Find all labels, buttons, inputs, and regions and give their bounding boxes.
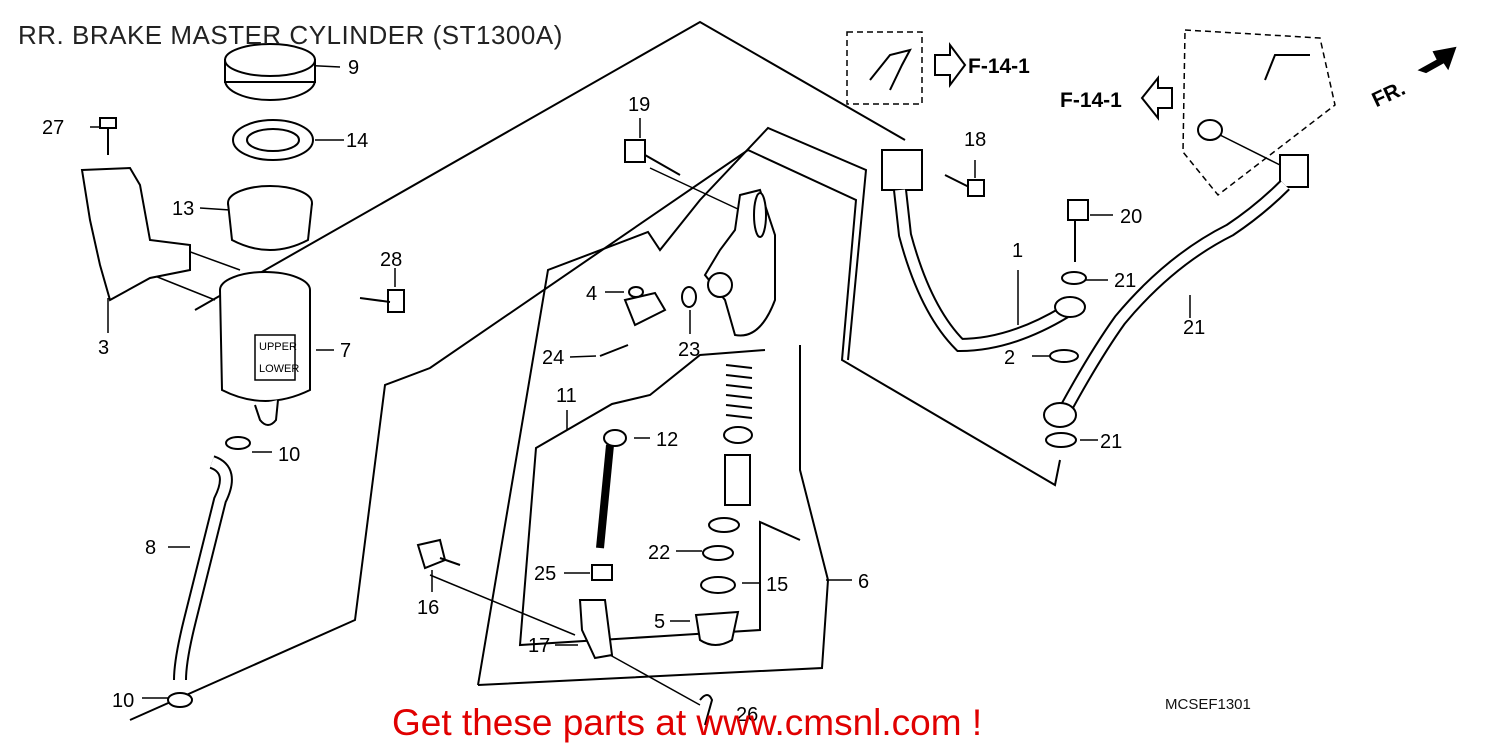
callout-25: 25 bbox=[534, 563, 556, 585]
reservoir-lower-mark: LOWER bbox=[259, 363, 299, 375]
reservoir-upper-mark: UPPER bbox=[259, 341, 297, 353]
callout-7: 7 bbox=[340, 340, 351, 362]
callout-24: 24 bbox=[542, 347, 564, 369]
callout-23: 23 bbox=[678, 339, 700, 361]
callout-26: 26 bbox=[736, 704, 758, 726]
callout-14: 14 bbox=[346, 130, 368, 152]
callout-22: 22 bbox=[648, 542, 670, 564]
diagram-title: RR. BRAKE MASTER CYLINDER (ST1300A) bbox=[18, 20, 563, 50]
callout-2: 2 bbox=[1004, 347, 1015, 369]
callout-15: 15 bbox=[766, 574, 788, 596]
callout-11: 11 bbox=[556, 385, 577, 407]
callout-20: 20 bbox=[1120, 206, 1142, 228]
front-direction-label: FR. bbox=[1368, 77, 1408, 112]
promo-link-text[interactable]: Get these parts at www.cmsnl.com ! bbox=[392, 702, 983, 743]
callout-12: 12 bbox=[656, 429, 678, 451]
callout-9: 9 bbox=[348, 57, 359, 79]
callout-19: 19 bbox=[628, 94, 650, 116]
callout-18: 18 bbox=[964, 129, 986, 151]
reference-label-f2: F-14-1 bbox=[1060, 89, 1122, 112]
reference-label-f1: F-14-1 bbox=[968, 55, 1030, 78]
callout-4: 4 bbox=[586, 283, 597, 305]
callout-13: 13 bbox=[172, 198, 194, 220]
callout-8: 8 bbox=[145, 537, 156, 559]
callout-16: 16 bbox=[417, 597, 439, 619]
callout-21: 21 bbox=[1100, 431, 1122, 453]
callout-17: 17 bbox=[528, 635, 550, 657]
diagram-code: MCSEF1301 bbox=[1165, 696, 1251, 713]
callout-10: 10 bbox=[112, 690, 134, 712]
callout-1: 1 bbox=[1012, 240, 1023, 262]
callout-3: 3 bbox=[98, 337, 109, 359]
callout-21: 21 bbox=[1114, 270, 1136, 292]
callout-27: 27 bbox=[42, 117, 64, 139]
callout-21: 21 bbox=[1183, 317, 1205, 339]
callout-6: 6 bbox=[858, 571, 869, 593]
callout-5: 5 bbox=[654, 611, 665, 633]
callout-10: 10 bbox=[278, 444, 300, 466]
callout-28: 28 bbox=[380, 249, 402, 271]
